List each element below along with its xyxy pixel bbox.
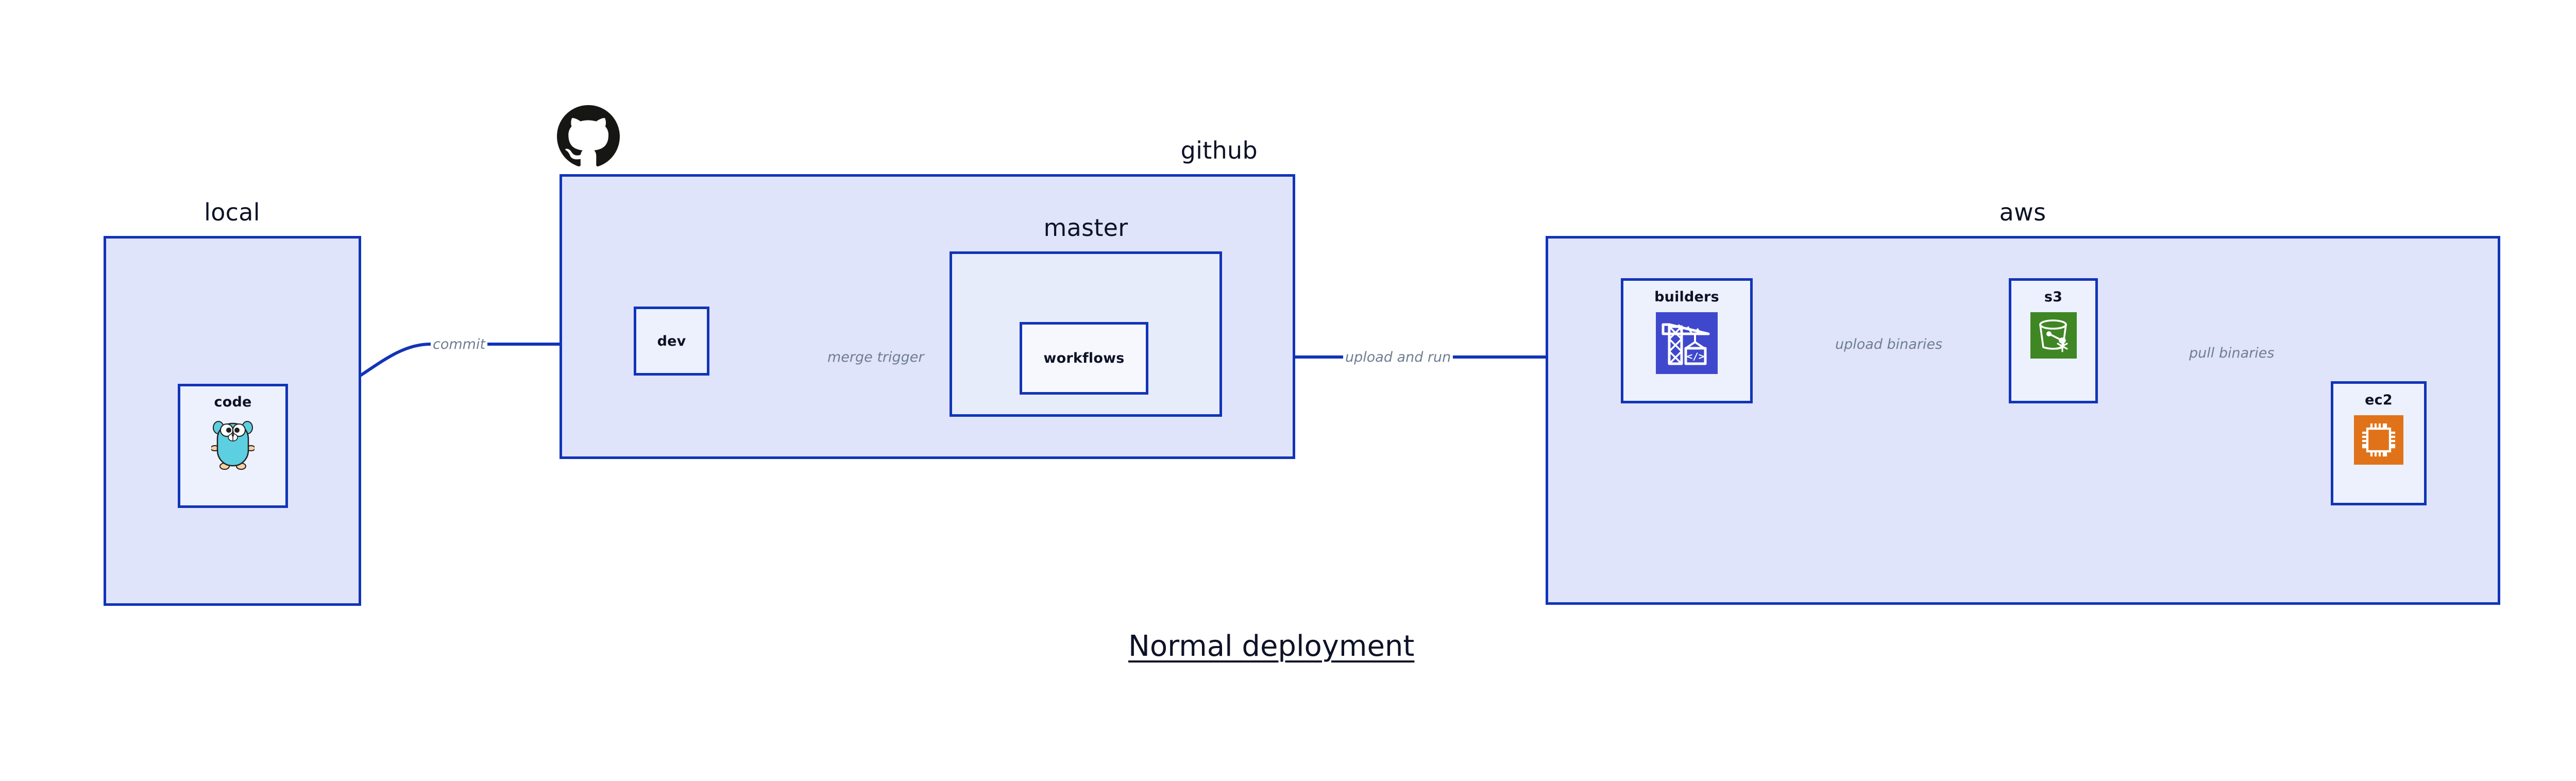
page-title: Normal deployment <box>1128 630 1415 663</box>
node-label-code: code <box>214 394 252 410</box>
node-label-s3: s3 <box>2044 289 2063 305</box>
node-label-workflows: workflows <box>1043 350 1125 366</box>
group-label-github: github <box>1180 137 1258 164</box>
node-code[interactable]: code <box>178 384 288 508</box>
group-label-master: master <box>1043 214 1128 242</box>
node-s3[interactable]: s3 <box>2009 278 2098 403</box>
node-workflows[interactable]: workflows <box>1020 322 1148 395</box>
edge-label-pull-binaries: pull binaries <box>2187 346 2277 360</box>
svg-text:</>: </> <box>1687 351 1704 362</box>
node-dev[interactable]: dev <box>634 307 709 376</box>
github-octocat-logo <box>557 105 620 168</box>
go-gopher-icon <box>210 416 256 472</box>
edge-label-commit: commit <box>431 337 488 351</box>
aws-ec2-chip-icon <box>2354 415 2403 467</box>
node-label-ec2: ec2 <box>2365 392 2393 408</box>
node-builders[interactable]: builders <box>1621 278 1753 403</box>
edge-label-upload-binaries: upload binaries <box>1833 337 1945 351</box>
edge-label-merge-trigger: merge trigger <box>825 350 926 364</box>
node-ec2[interactable]: ec2 <box>2331 381 2427 505</box>
edge-label-upload-and-run: upload and run <box>1343 350 1453 364</box>
node-label-dev: dev <box>657 333 686 349</box>
node-label-builders: builders <box>1654 289 1719 305</box>
group-label-aws: aws <box>1999 198 2046 226</box>
aws-codebuild-crane-icon: </> <box>1656 312 1718 376</box>
aws-s3-bucket-icon <box>2030 312 2077 361</box>
group-label-local: local <box>204 198 260 226</box>
